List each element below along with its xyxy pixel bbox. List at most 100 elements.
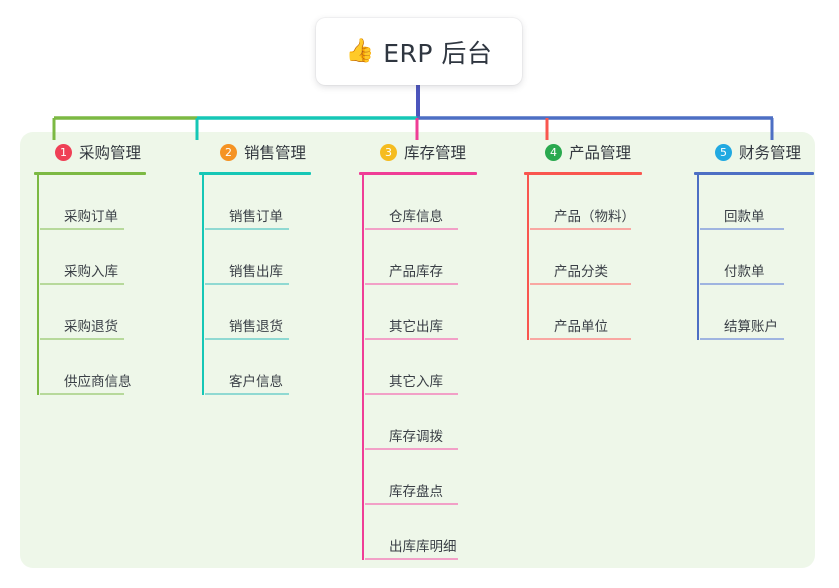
leaf-item[interactable]: 结算账户: [697, 285, 824, 340]
leaf-item-label: 产品分类: [554, 264, 608, 280]
leaf-item-label: 供应商信息: [64, 374, 132, 390]
leaf-item-rule: [40, 393, 124, 395]
leaf-item[interactable]: 产品分类: [527, 230, 694, 285]
leaf-item-rule: [205, 338, 289, 340]
leaf-spine: [202, 175, 204, 395]
leaf-item[interactable]: 仓库信息: [362, 175, 524, 230]
column-number-badge: 5: [715, 143, 732, 161]
leaf-item[interactable]: 库存调拨: [362, 395, 524, 450]
leaf-item-rule: [205, 283, 289, 285]
column-title: 库存管理: [404, 144, 467, 162]
leaf-list: 仓库信息产品库存其它出库其它入库库存调拨库存盘点出库库明细: [359, 175, 524, 560]
leaf-item[interactable]: 其它入库: [362, 340, 524, 395]
leaf-item[interactable]: 采购订单: [37, 175, 199, 230]
leaf-list: 销售订单销售出库销售退货客户信息: [199, 175, 359, 395]
column-number-badge: 2: [220, 143, 237, 161]
leaf-spine: [362, 175, 364, 560]
leaf-item-label: 库存调拨: [389, 429, 443, 445]
column-title: 销售管理: [244, 144, 307, 162]
leaf-list: 采购订单采购入库采购退货供应商信息: [34, 175, 199, 395]
leaf-item-label: 产品库存: [389, 264, 443, 280]
leaf-item[interactable]: 其它出库: [362, 285, 524, 340]
leaf-item-rule: [365, 448, 458, 450]
column-title: 采购管理: [79, 144, 142, 162]
leaf-item-label: 付款单: [724, 264, 765, 280]
thumbs-up-icon: 👍: [345, 38, 375, 64]
leaf-item[interactable]: 产品（物料）: [527, 175, 694, 230]
leaf-item[interactable]: 出库库明细: [362, 505, 524, 560]
leaf-item-label: 产品单位: [554, 319, 608, 335]
leaf-item-rule: [700, 283, 784, 285]
column-header-1[interactable]: 1 采购管理: [34, 140, 199, 164]
leaf-item[interactable]: 付款单: [697, 230, 824, 285]
leaf-item[interactable]: 销售出库: [202, 230, 359, 285]
leaf-item-label: 销售订单: [229, 209, 283, 225]
leaf-list: 回款单付款单结算账户: [694, 175, 824, 340]
leaf-item-rule: [700, 338, 784, 340]
leaf-item-label: 出库库明细: [389, 539, 457, 555]
leaf-item[interactable]: 库存盘点: [362, 450, 524, 505]
root-node[interactable]: 👍 ERP 后台: [316, 18, 522, 85]
leaf-item-rule: [40, 338, 124, 340]
leaf-item-label: 采购订单: [64, 209, 118, 225]
leaf-item-rule: [365, 503, 458, 505]
modules-panel: [20, 132, 815, 568]
column-rule: [359, 172, 477, 175]
leaf-item[interactable]: 供应商信息: [37, 340, 199, 395]
leaf-item-label: 回款单: [724, 209, 765, 225]
leaf-item[interactable]: 产品单位: [527, 285, 694, 340]
leaf-item-label: 采购退货: [64, 319, 118, 335]
column-rule: [199, 172, 311, 175]
leaf-item[interactable]: 产品库存: [362, 230, 524, 285]
leaf-item-rule: [530, 283, 631, 285]
leaf-item[interactable]: 销售退货: [202, 285, 359, 340]
column-header-3[interactable]: 3 库存管理: [359, 140, 524, 164]
leaf-item-rule: [530, 338, 631, 340]
leaf-item-label: 其它出库: [389, 319, 443, 335]
leaf-spine: [697, 175, 699, 340]
column-3: 3 库存管理仓库信息产品库存其它出库其它入库库存调拨库存盘点出库库明细: [359, 140, 524, 560]
leaf-item[interactable]: 销售订单: [202, 175, 359, 230]
leaf-item-label: 采购入库: [64, 264, 118, 280]
leaf-item-label: 销售退货: [229, 319, 283, 335]
leaf-item-label: 产品（物料）: [554, 209, 635, 225]
leaf-item[interactable]: 采购退货: [37, 285, 199, 340]
leaf-item-rule: [365, 228, 458, 230]
leaf-item-label: 销售出库: [229, 264, 283, 280]
column-header-2[interactable]: 2 销售管理: [199, 140, 359, 164]
column-number-badge: 4: [545, 143, 562, 161]
column-rule: [694, 172, 814, 175]
root-title: ERP 后台: [383, 38, 493, 68]
column-rule: [34, 172, 146, 175]
leaf-item-label: 库存盘点: [389, 484, 443, 500]
column-rule: [524, 172, 642, 175]
leaf-item-rule: [365, 283, 458, 285]
leaf-item-rule: [530, 228, 631, 230]
leaf-item-rule: [365, 393, 458, 395]
leaf-item-label: 仓库信息: [389, 209, 443, 225]
column-header-4[interactable]: 4 产品管理: [524, 140, 694, 164]
leaf-item-rule: [365, 558, 458, 560]
leaf-item[interactable]: 采购入库: [37, 230, 199, 285]
column-1: 1 采购管理采购订单采购入库采购退货供应商信息: [34, 140, 199, 395]
leaf-item-rule: [40, 283, 124, 285]
column-number-badge: 1: [55, 143, 72, 161]
leaf-item-rule: [205, 393, 289, 395]
leaf-list: 产品（物料） 产品分类产品单位: [524, 175, 694, 340]
leaf-item-rule: [205, 228, 289, 230]
leaf-item[interactable]: 回款单: [697, 175, 824, 230]
leaf-spine: [527, 175, 529, 340]
column-title: 产品管理: [569, 144, 632, 162]
leaf-item-rule: [365, 338, 458, 340]
column-title: 财务管理: [739, 144, 802, 162]
column-number-badge: 3: [380, 143, 397, 161]
leaf-item[interactable]: 客户信息: [202, 340, 359, 395]
leaf-item-label: 其它入库: [389, 374, 443, 390]
leaf-item-rule: [700, 228, 784, 230]
column-4: 4 产品管理产品（物料） 产品分类产品单位: [524, 140, 694, 340]
column-header-5[interactable]: 5 财务管理: [694, 140, 824, 164]
column-5: 5 财务管理回款单付款单结算账户: [694, 140, 824, 340]
leaf-item-label: 结算账户: [724, 319, 778, 335]
leaf-spine: [37, 175, 39, 395]
